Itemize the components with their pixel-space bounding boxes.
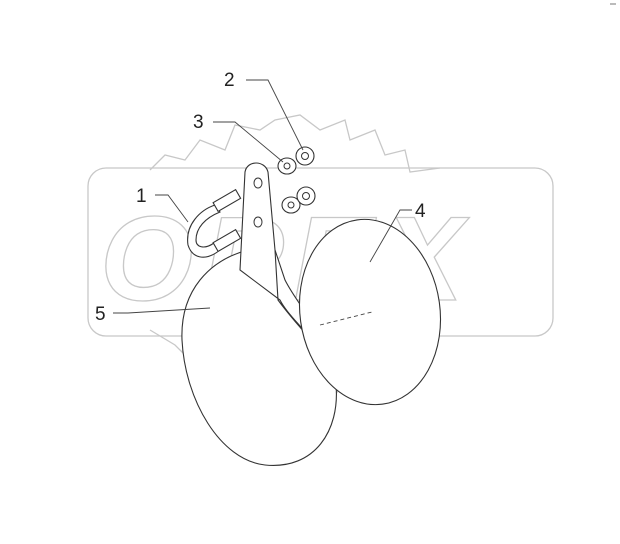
bracket-hole: [253, 216, 263, 228]
bracket-hole: [253, 177, 263, 189]
axis-line: [319, 311, 373, 326]
leader-5: [113, 307, 211, 314]
leader-4: [369, 209, 412, 263]
callout-1: 1: [136, 186, 147, 207]
callout-3: 3: [193, 112, 204, 133]
nut-2: [295, 146, 316, 206]
leader-1: [155, 194, 189, 223]
leader-2: [246, 79, 304, 151]
leader-3: [213, 121, 284, 163]
u-bolt-1: [187, 188, 242, 258]
disc-4: [298, 218, 442, 406]
corner-mark: [610, 3, 616, 5]
callout-5: 5: [95, 304, 106, 325]
callout-2: 2: [224, 70, 235, 91]
callout-4: 4: [415, 201, 426, 222]
